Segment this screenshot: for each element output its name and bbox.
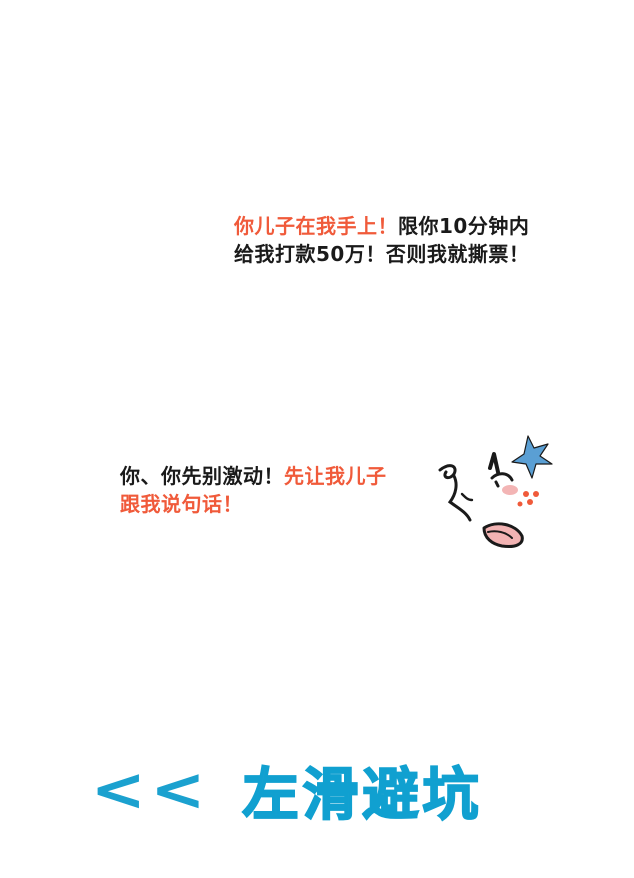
kidnapper-dialogue: 你儿子在我手上！限你10分钟内给我打款50万！否则我就撕票！ [234, 212, 534, 269]
shocked-face-icon [438, 435, 553, 548]
dialogue-red-text: 先让我儿子跟我说句话！ [120, 464, 387, 517]
dialogue-dark-text: 限你10分钟内给我打款50万！否则我就撕票！ [234, 214, 530, 267]
dialogue-red-text: 你儿子在我手上！ [234, 214, 398, 238]
parent-dialogue: 你、你先别激动！先让我儿子跟我说句话！ [120, 462, 390, 519]
swipe-hint-label: 左滑避坑 [242, 762, 483, 829]
double-chevron-left-icon: << [90, 755, 210, 825]
anger-mark-icon [511, 435, 553, 479]
swipe-left-hint[interactable]: << 左滑避坑 [91, 750, 483, 830]
dialogue-dark-text: 你、你先别激动！ [120, 464, 284, 488]
